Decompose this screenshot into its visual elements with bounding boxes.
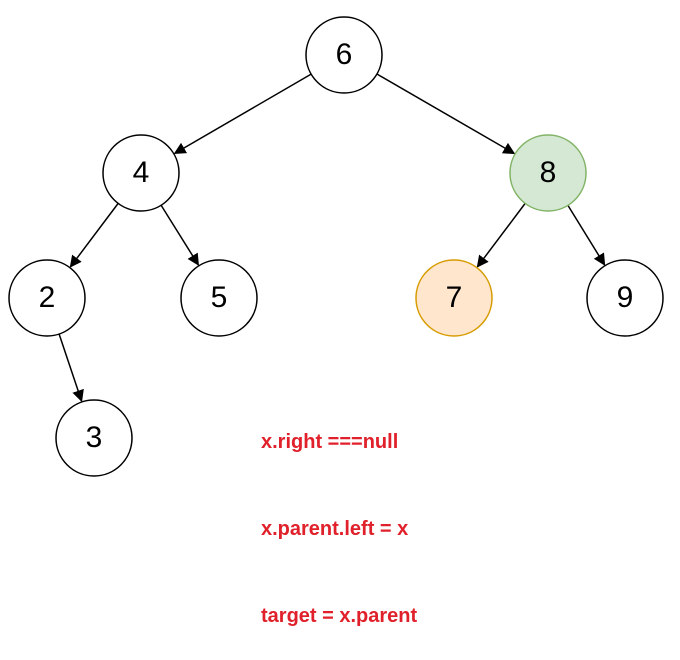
edge-4-to-5 <box>160 204 199 266</box>
node-label: 3 <box>86 421 103 454</box>
node-label: 9 <box>617 281 634 314</box>
tree-node-6: 6 <box>305 16 383 94</box>
node-circle <box>8 259 86 337</box>
node-circle <box>305 16 383 94</box>
node-label: 6 <box>336 38 353 71</box>
binary-tree-diagram: 6 4 8 2 5 7 9 3 <box>8 16 664 477</box>
edge-8-to-9 <box>567 204 606 266</box>
edge-6-to-8 <box>376 73 516 155</box>
annotation-line-3: target = x.parent <box>261 605 418 627</box>
node-label: 8 <box>540 156 557 189</box>
edge-6-to-4 <box>173 73 312 155</box>
annotation-line-2: x.parent.left = x <box>261 518 409 540</box>
node-circle <box>102 134 180 212</box>
tree-nodes: 6 4 8 2 5 7 9 3 <box>8 16 664 477</box>
annotation-note: x.right ===null x.parent.left = x target… <box>261 370 417 660</box>
node-circle <box>180 259 258 337</box>
edge-4-to-2 <box>69 202 119 268</box>
node-circle <box>415 259 493 337</box>
tree-node-8: 8 <box>509 134 587 212</box>
tree-node-5: 5 <box>180 259 258 337</box>
annotation-line-1: x.right ===null <box>261 431 399 453</box>
node-circle <box>55 399 133 477</box>
tree-edges <box>58 73 606 403</box>
tree-node-3: 3 <box>55 399 133 477</box>
tree-node-2: 2 <box>8 259 86 337</box>
node-circle <box>509 134 587 212</box>
edge-8-to-7 <box>476 202 526 268</box>
edge-2-to-3 <box>58 333 84 403</box>
tree-node-4: 4 <box>102 134 180 212</box>
node-label: 7 <box>446 281 463 314</box>
node-label: 4 <box>133 156 150 189</box>
node-label: 2 <box>39 281 56 314</box>
tree-node-7: 7 <box>415 259 493 337</box>
tree-node-9: 9 <box>586 259 664 337</box>
node-circle <box>586 259 664 337</box>
node-label: 5 <box>211 281 228 314</box>
